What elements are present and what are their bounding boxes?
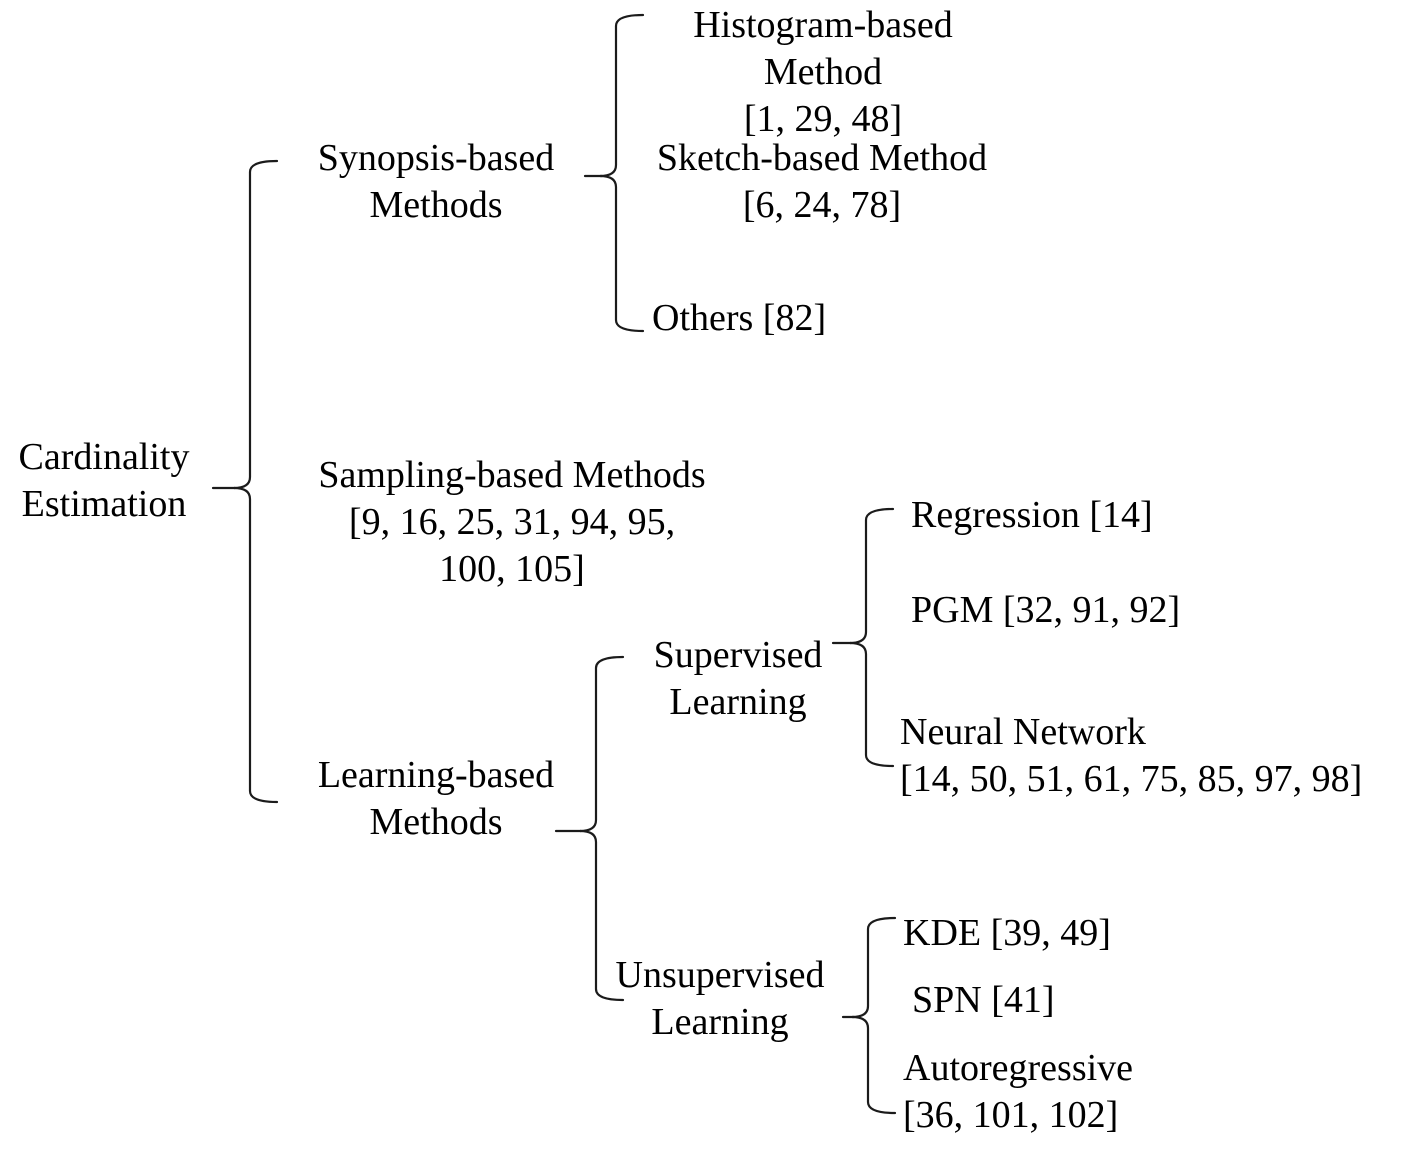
node-others: Others [82] [652, 297, 827, 339]
node-spn: SPN [41] [912, 979, 1055, 1021]
root-brace [233, 159, 279, 804]
node-pgm: PGM [32, 91, 92] [911, 589, 1181, 631]
node-sampling-based-methods: Sampling-based Methods [9, 16, 25, 31, 9… [318, 454, 706, 590]
node-autoregressive: Autoregressive [36, 101, 102] [903, 1047, 1134, 1136]
node-unsupervised-learning: Unsupervised Learning [615, 954, 825, 1043]
node-kde: KDE [39, 49] [903, 912, 1111, 954]
node-regression: Regression [14] [911, 494, 1153, 536]
node-sketch-based-method: Sketch-based Method [6, 24, 78] [656, 137, 988, 226]
unsupervised-brace [851, 916, 897, 1115]
node-cardinality-estimation: Cardinality Estimation [18, 436, 190, 525]
supervised-brace [849, 507, 895, 768]
synopsis-brace [599, 13, 645, 333]
node-supervised-learning: Supervised Learning [653, 634, 823, 723]
learning-brace [579, 655, 625, 1002]
node-synopsis-based-methods: Synopsis-based Methods [317, 137, 555, 226]
node-histogram-based-method: Histogram-based Method [1, 29, 48] [693, 4, 953, 140]
node-neural-network: Neural Network [14, 50, 51, 61, 75, 85, … [900, 711, 1363, 800]
node-learning-based-methods: Learning-based Methods [317, 754, 555, 843]
